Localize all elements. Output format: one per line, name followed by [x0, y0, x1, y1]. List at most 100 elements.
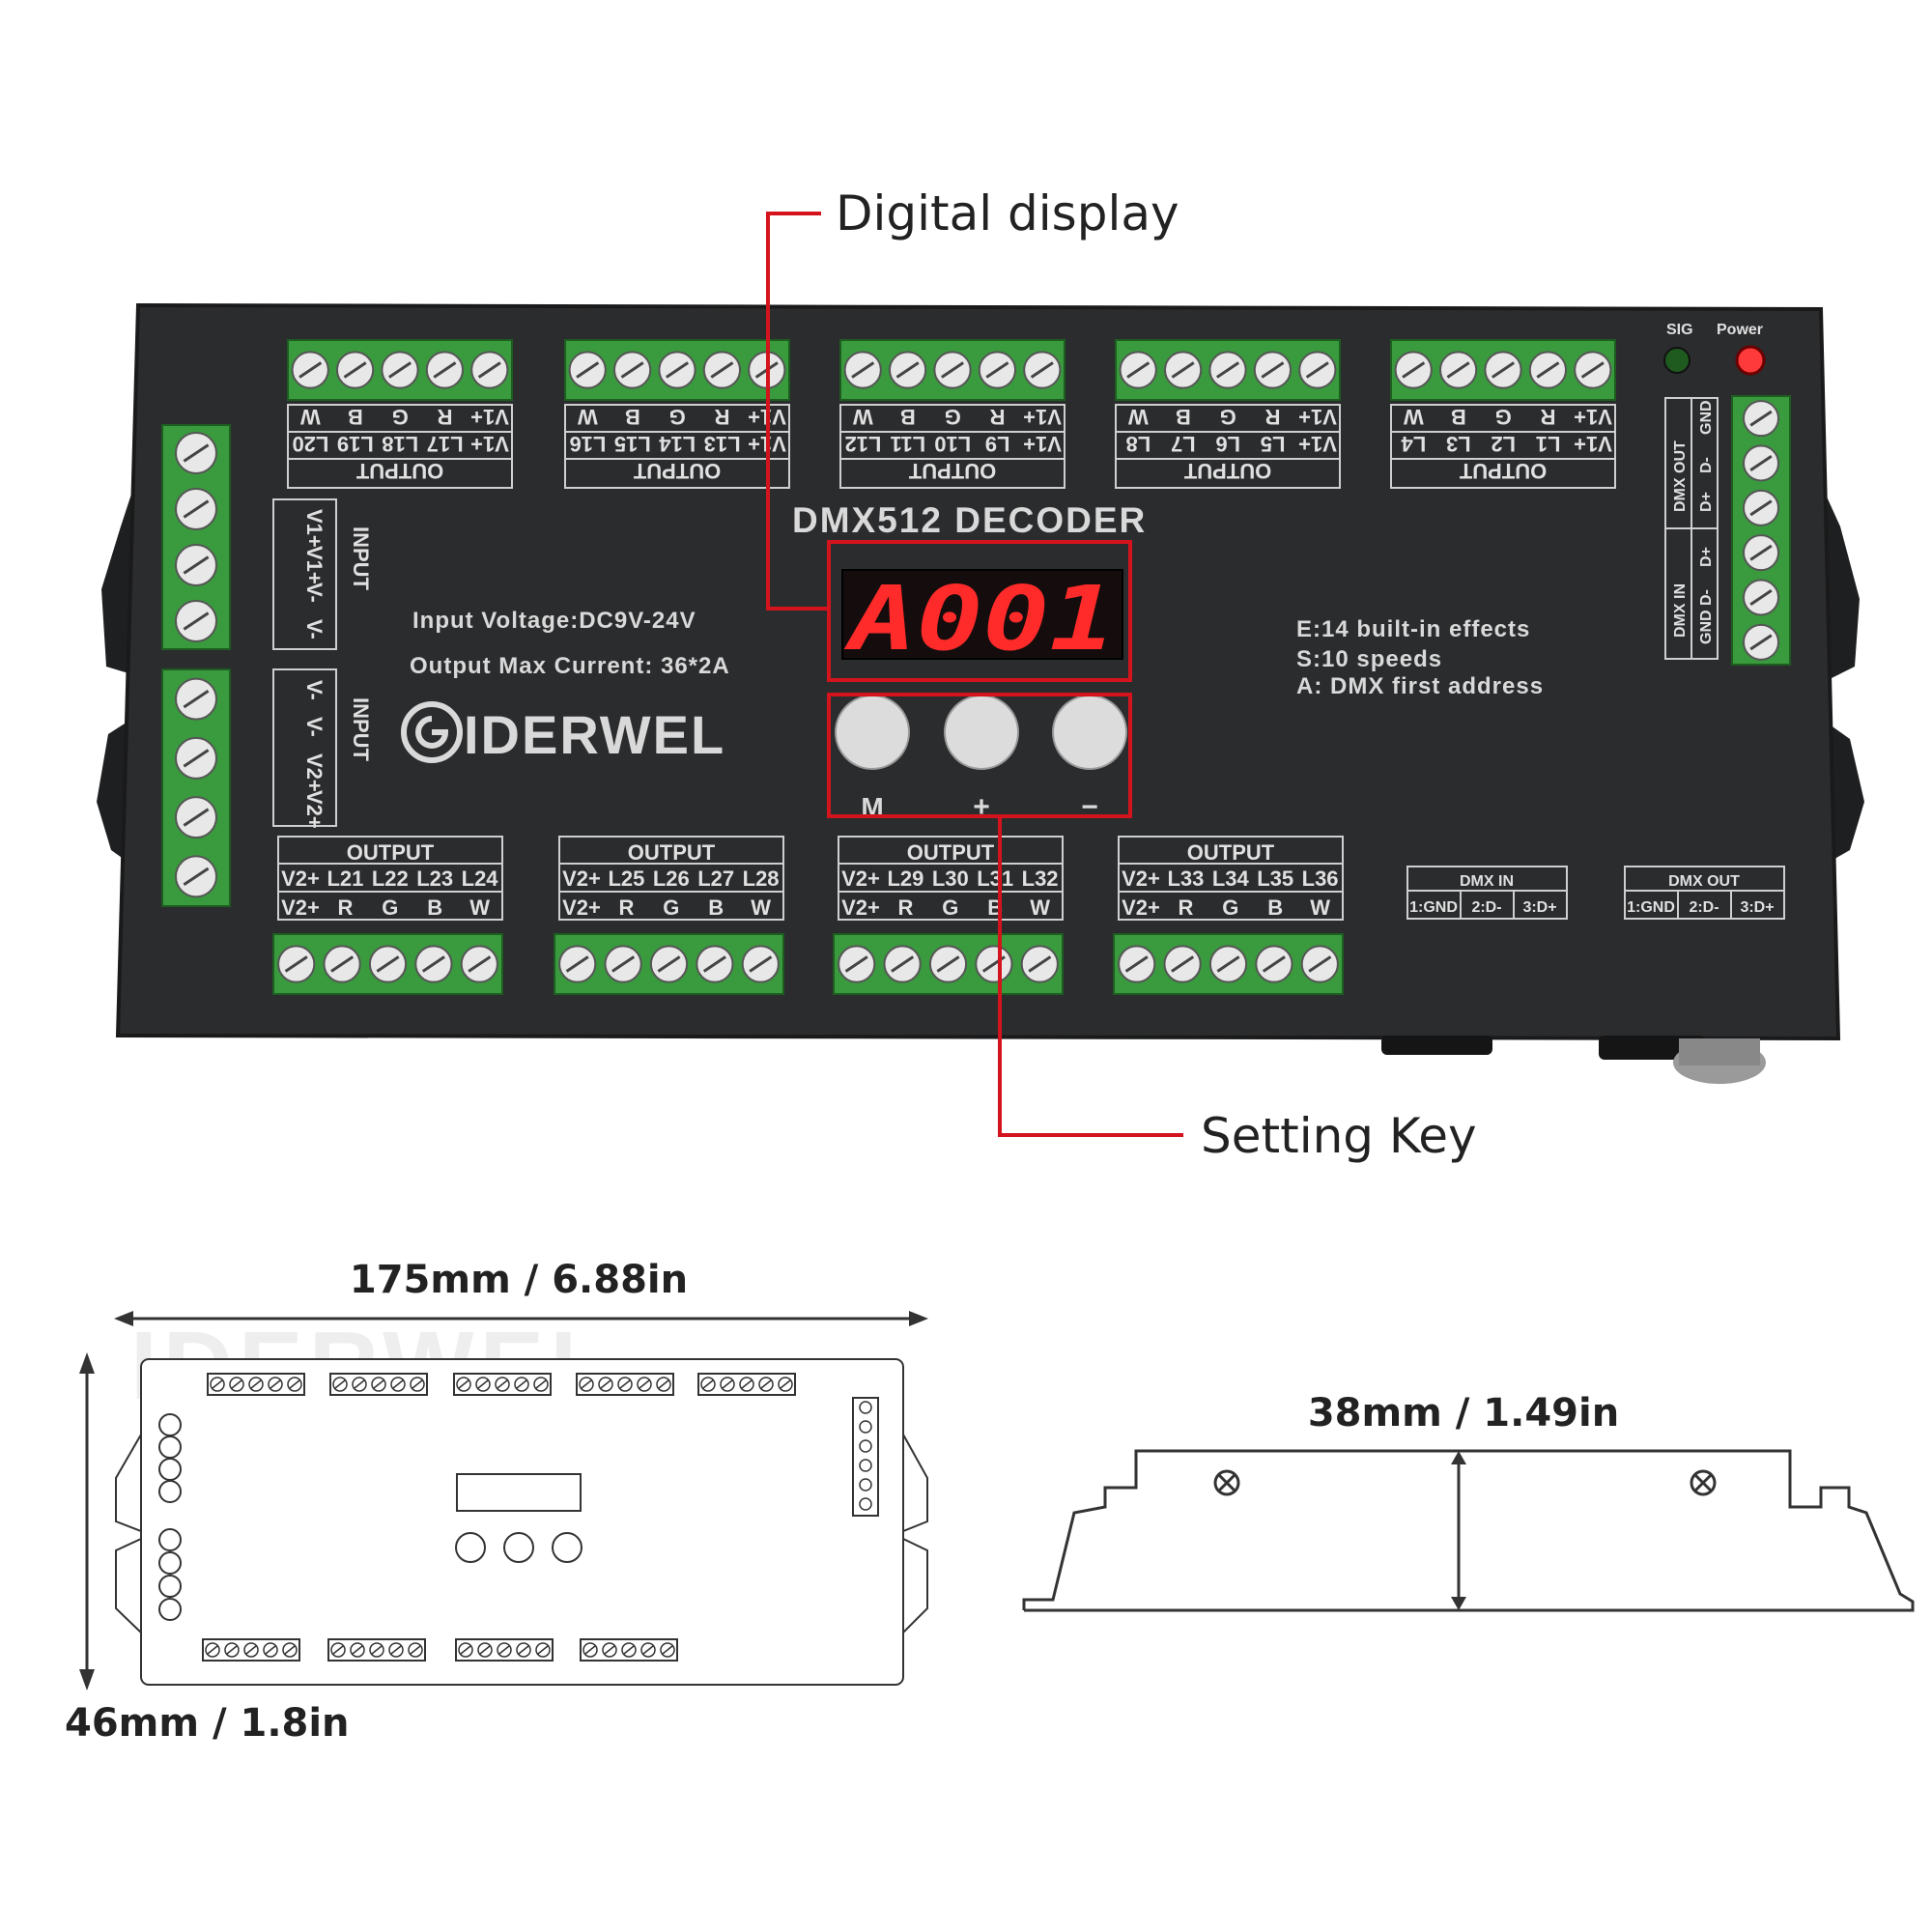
color-label: R — [337, 895, 353, 920]
screw-slot — [1580, 361, 1605, 379]
mini-screw-slot — [619, 1379, 631, 1389]
color-label: W — [469, 895, 490, 920]
screw-slot — [183, 611, 210, 631]
screw-slot — [1749, 455, 1773, 471]
channel-label: V2+ — [281, 867, 320, 891]
input-labels: INPUT INPUT V1+V1+V-V-V-V-V2+V2+ — [272, 498, 373, 829]
dmx-pin-label: 2:D- — [1471, 899, 1501, 916]
color-label: B — [1176, 405, 1191, 429]
mini-screw — [369, 1642, 384, 1658]
output-title: OUTPUT — [1459, 459, 1547, 483]
minus-button[interactable] — [1052, 695, 1127, 770]
screw-slot — [891, 955, 915, 973]
keys-highlight-box — [827, 693, 1132, 818]
power-led — [1735, 345, 1766, 376]
label-frame — [1118, 836, 1344, 921]
channel-label: L10 — [934, 432, 971, 456]
channel-label: L14 — [658, 432, 696, 456]
mini-screw-slot — [642, 1645, 654, 1655]
screw-slot — [666, 361, 689, 379]
digital-display: A001 — [841, 567, 1123, 670]
channel-label: L19 — [337, 432, 374, 456]
dmx-pin-label: 2:D- — [1689, 899, 1719, 916]
screw-slot — [330, 955, 355, 973]
screw-slot — [702, 955, 726, 973]
display-readout: A001 — [843, 567, 1116, 670]
mini-screw-slot — [518, 1645, 529, 1655]
dmx-pin-label: 3:D+ — [1522, 899, 1556, 916]
plus-button[interactable] — [944, 695, 1019, 770]
channel-label: L30 — [932, 867, 969, 891]
dmx-pin-label: 3:D+ — [1740, 899, 1774, 916]
mini-screw-slot — [658, 1379, 669, 1389]
input2-pin: V- — [302, 680, 327, 700]
screw-slot — [183, 555, 210, 575]
mini-input-screw — [158, 1598, 182, 1621]
top-view-drawing: ​IDERWEL — [79, 1311, 928, 1690]
color-label: V1+ — [1023, 405, 1062, 429]
color-label: V1+ — [1574, 405, 1612, 429]
color-label: B — [900, 405, 916, 429]
device-title: DMX512 DECODER — [792, 500, 1147, 540]
mini-screw — [282, 1642, 298, 1658]
color-label: W — [1310, 895, 1330, 920]
screw-slot — [941, 361, 964, 379]
output-title: OUTPUT — [355, 459, 443, 483]
mini-screw-slot — [477, 1379, 489, 1389]
mini-screw-slot — [270, 1379, 281, 1389]
color-label: G — [1495, 405, 1512, 429]
mini-screw — [617, 1377, 633, 1392]
profile-outline — [1022, 1449, 1915, 1612]
mini-screw-slot — [373, 1379, 384, 1389]
length-dimension: 175mm / 6.88in — [350, 1258, 688, 1302]
mini-screw-slot — [741, 1379, 753, 1389]
screw-slot — [421, 955, 445, 973]
output-title: OUTPUT — [907, 840, 995, 865]
side-dmx-out-title: DMX OUT — [1672, 440, 1689, 512]
label-frame — [1390, 404, 1616, 489]
channel-label: V1+ — [1298, 432, 1337, 456]
input2-pin: V2+ — [302, 790, 327, 829]
screw-slot — [1171, 361, 1195, 379]
screw-slot — [183, 808, 210, 827]
mini-screw — [352, 1377, 367, 1392]
output-current-text: Output Max Current: 36*2A — [410, 653, 730, 679]
mini-screw — [210, 1377, 225, 1392]
mini-terminal — [576, 1373, 674, 1396]
screw-slot — [710, 361, 734, 379]
mini-screw — [224, 1642, 240, 1658]
screw-slot — [1749, 634, 1773, 651]
channel-label: L15 — [614, 432, 651, 456]
mini-screw-slot — [207, 1645, 218, 1655]
input1-label: INPUT — [349, 526, 373, 591]
channel-label: L22 — [372, 867, 409, 891]
label-frame — [839, 404, 1065, 489]
mini-side-screw — [859, 1497, 872, 1511]
input2-pin: V2+ — [302, 753, 327, 792]
mini-screw-slot — [212, 1379, 223, 1389]
side-dmx-in-pin: D+ — [1698, 547, 1715, 567]
channel-label: V2+ — [562, 867, 601, 891]
mini-screw — [263, 1642, 278, 1658]
mini-screw-slot — [600, 1379, 611, 1389]
screw-slot — [284, 955, 308, 973]
screw-slot — [183, 867, 210, 887]
mini-input-screw — [158, 1528, 182, 1551]
output-title: OUTPUT — [347, 840, 435, 865]
side-dmx-out-pin: D+ — [1698, 492, 1715, 512]
screw-slot — [1402, 361, 1426, 379]
mini-side-screw — [859, 1401, 872, 1414]
mini-screw — [656, 1377, 671, 1392]
keys-leader-line — [998, 816, 1183, 1137]
mode-button[interactable] — [835, 695, 910, 770]
color-label: G — [382, 895, 398, 920]
display-leader-line — [766, 212, 829, 611]
sig-led-label: SIG — [1666, 322, 1693, 338]
screw-slot — [851, 361, 875, 379]
mini-screw — [475, 1377, 491, 1392]
mini-screw-slot — [352, 1645, 363, 1655]
channel-label: V1+ — [470, 432, 509, 456]
color-label: W — [751, 895, 771, 920]
